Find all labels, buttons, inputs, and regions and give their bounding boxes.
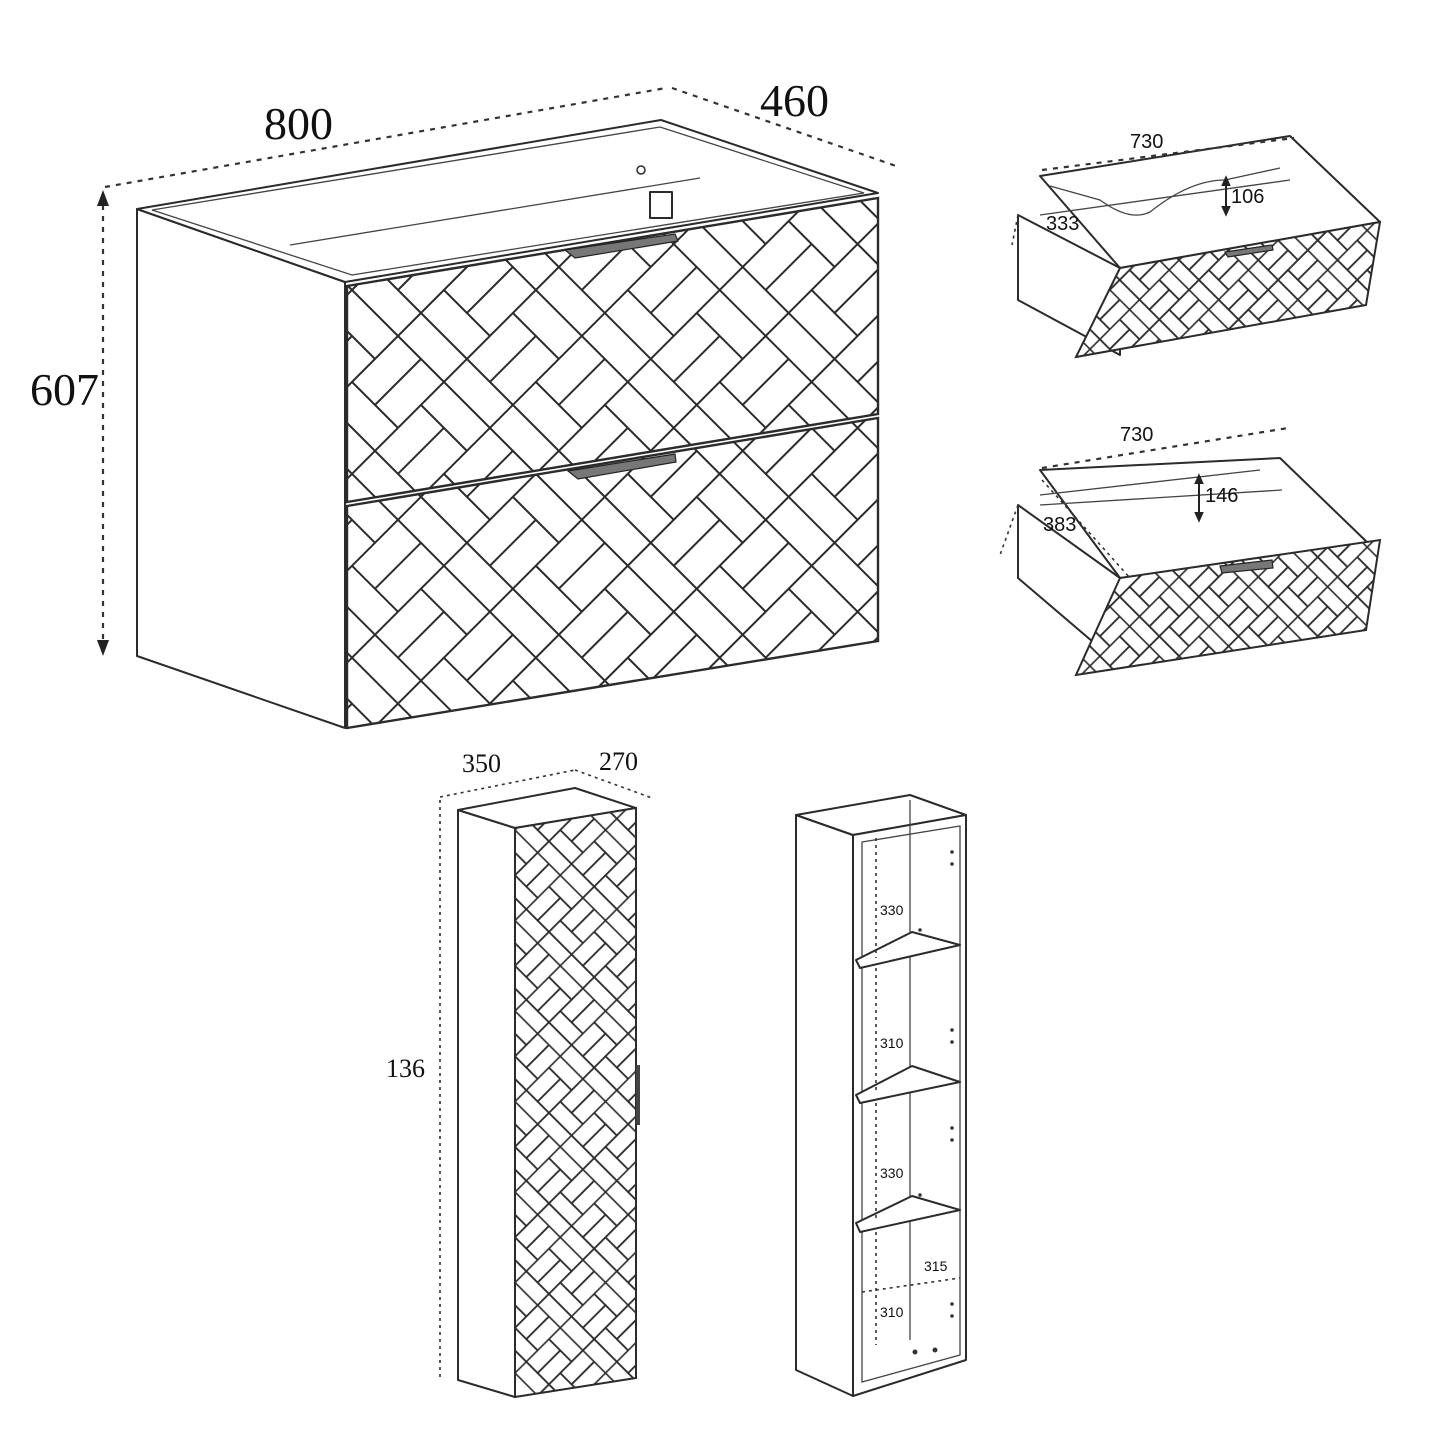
vanity-top-inner <box>151 126 865 276</box>
shelf-unit: 330 310 330 310 315 <box>795 794 967 1397</box>
vanity-side-panel <box>136 208 346 729</box>
shelf-unit-side <box>795 814 854 1397</box>
tall-cabinet-height-label: 136 <box>386 1054 425 1083</box>
vanity-top-frame <box>136 119 879 283</box>
vanity-unit: 800 460 607 <box>30 75 897 730</box>
drawer-top-front <box>1074 220 1382 359</box>
drawer-top-width-dimension <box>1041 136 1295 172</box>
tall-cabinet: 350 270 136 <box>386 747 653 1399</box>
drawer-bottom-depth-label: 383 <box>1043 514 1076 536</box>
drawer-bottom-detail: 730 383 146 <box>999 424 1382 677</box>
tall-cabinet-width-label: 350 <box>462 749 501 778</box>
drawer-top-depth-dimension <box>1044 181 1119 267</box>
vanity-height-label: 607 <box>30 364 99 415</box>
drawer-bottom-width-dimension <box>1041 426 1289 470</box>
vanity-top-drawer-handle <box>563 233 679 259</box>
vanity-depth-label: 460 <box>760 75 829 126</box>
drawer-bottom-width-label: 730 <box>1120 424 1153 446</box>
vanity-bottom-drawer-front <box>345 416 880 730</box>
mounting-hole <box>636 165 646 175</box>
shelf-compartment-3-label: 330 <box>880 1165 904 1181</box>
drawer-bottom-depth-dimension <box>1041 479 1131 579</box>
tall-cabinet-width-dimension <box>439 769 576 798</box>
shelf-2 <box>855 1065 961 1104</box>
hinge-bracket <box>649 191 673 219</box>
drawer-top-height-label: 106 <box>1231 186 1264 208</box>
tall-cabinet-depth-label: 270 <box>599 747 638 776</box>
tall-cabinet-side <box>457 809 516 1398</box>
tall-cabinet-door <box>514 806 637 1399</box>
drawer-bottom-height-label: 146 <box>1205 485 1238 507</box>
shelf-1 <box>855 931 961 969</box>
shelf-inner-width-dimension <box>861 1277 961 1293</box>
shelf-compartment-1-label: 330 <box>880 902 904 918</box>
drawer-top-depth-label: 333 <box>1046 213 1079 235</box>
vanity-width-dimension <box>104 86 667 189</box>
shelf-compartment-2-label: 310 <box>880 1035 904 1051</box>
shelf-inner-width-label: 315 <box>924 1258 948 1274</box>
shelf-3 <box>855 1195 961 1233</box>
vanity-width-label: 800 <box>264 98 333 149</box>
vanity-bottom-drawer-handle <box>566 453 677 480</box>
drawer-top-detail: 730 333 106 <box>1011 131 1382 359</box>
drawer-top-width-label: 730 <box>1130 131 1163 153</box>
shelf-peg-holes <box>918 850 954 1318</box>
vanity-top-drawer-front <box>345 196 880 504</box>
shelf-compartment-4-label: 310 <box>880 1304 904 1320</box>
tall-cabinet-handle <box>636 1065 640 1125</box>
drawer-bottom-front <box>1074 538 1382 677</box>
